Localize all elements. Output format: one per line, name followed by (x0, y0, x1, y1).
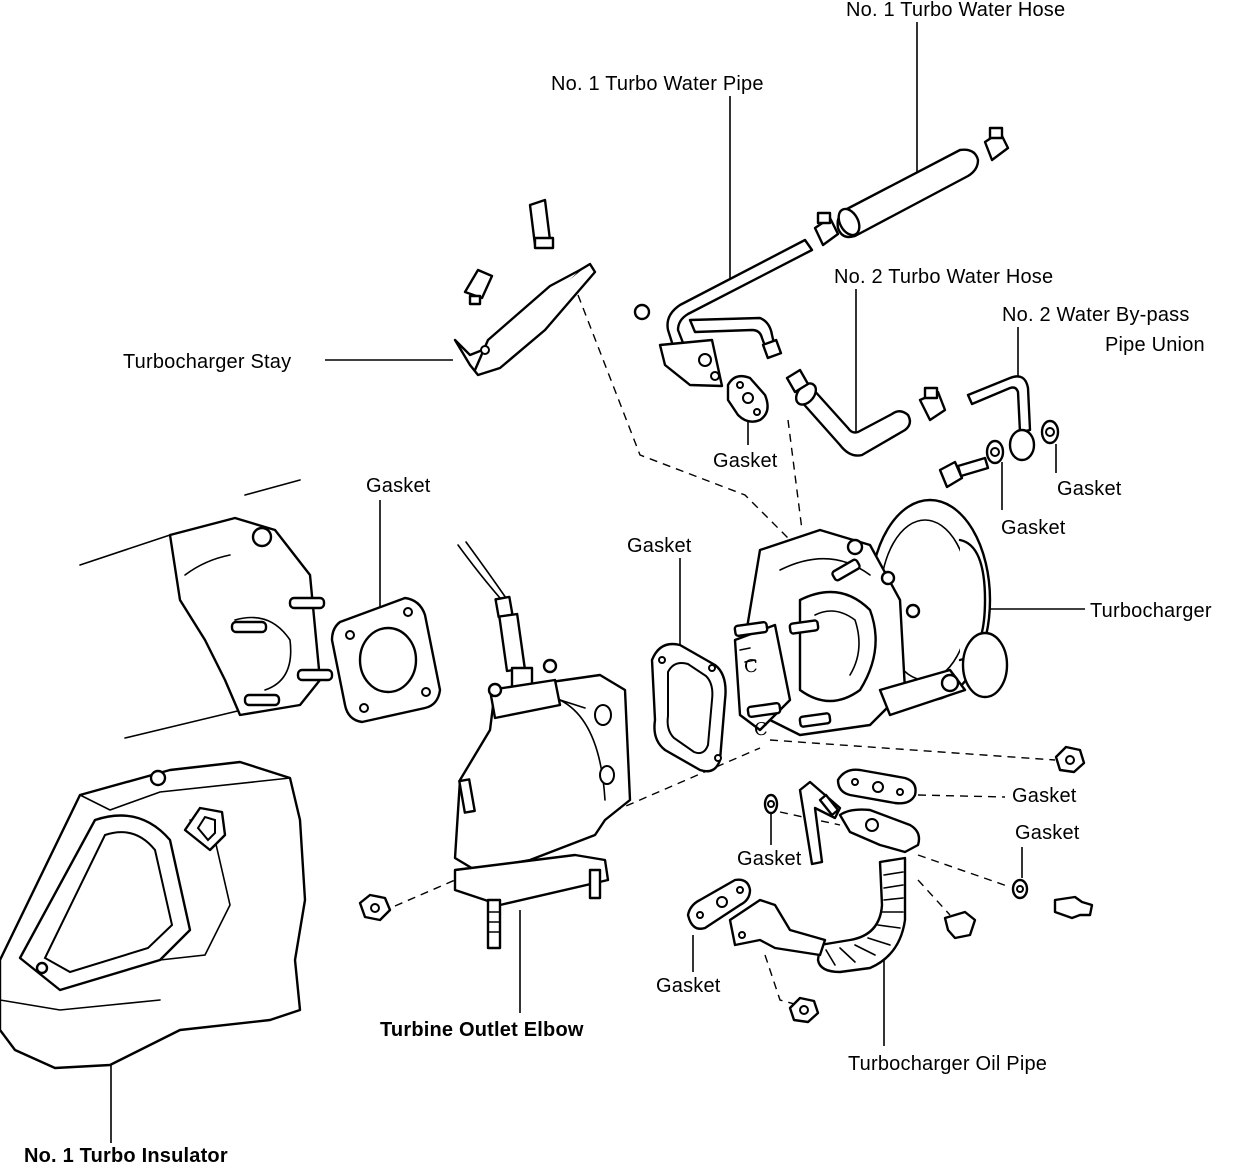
label-gasket-water-pipe: Gasket (713, 450, 778, 472)
turbocharger: C C (733, 498, 1009, 740)
no2-turbo-water-hose (785, 368, 947, 457)
label-no1-turbo-water-hose: No. 1 Turbo Water Hose (846, 0, 1066, 21)
label-gasket-exhaust-flange: Gasket (366, 475, 431, 497)
no1-turbo-insulator (0, 760, 307, 1070)
label-gasket-union-lower: Gasket (1001, 517, 1066, 539)
gasket-turbo-inlet (650, 642, 727, 773)
label-gasket-union-right: Gasket (1057, 478, 1122, 500)
label-gasket-oil-bolt: Gasket (1015, 822, 1080, 844)
label-no2-turbo-water-hose: No. 2 Turbo Water Hose (834, 266, 1054, 288)
gasket-exhaust-flange (330, 596, 442, 724)
nut-turbo (1054, 745, 1086, 774)
label-no1-turbo-water-pipe: No. 1 Turbo Water Pipe (551, 73, 764, 95)
turbine-outlet-elbow (453, 541, 632, 950)
label-gasket-turbo-inlet: Gasket (627, 535, 692, 557)
label-gasket-oil-lower: Gasket (656, 975, 721, 997)
label-turbocharger-oil-pipe: Turbocharger Oil Pipe (848, 1053, 1048, 1075)
label-no1-turbo-insulator: No. 1 Turbo Insulator (24, 1145, 228, 1164)
label-gasket-oil-small: Gasket (737, 848, 802, 870)
label-gasket-oil-upper: Gasket (1012, 785, 1077, 807)
turbocharger-stay (453, 198, 597, 377)
label-turbocharger: Turbocharger (1090, 600, 1212, 622)
svg-text:C: C (754, 719, 768, 740)
nut-elbow (358, 893, 392, 922)
no2-water-bypass-pipe-union (938, 375, 1060, 489)
exhaust-manifold (79, 479, 334, 739)
label-no2-water-bypass: No. 2 Water By-pass (1002, 304, 1190, 326)
svg-text:C: C (744, 656, 758, 677)
label-pipe-union: Pipe Union (1105, 334, 1205, 356)
gasket-oil-lower (686, 878, 752, 930)
no1-turbo-water-pipe (633, 238, 814, 388)
turbocharger-oil-pipe (728, 768, 1094, 1024)
label-turbocharger-stay: Turbocharger Stay (123, 351, 292, 373)
gasket-water-pipe (726, 374, 769, 423)
label-turbine-outlet-elbow: Turbine Outlet Elbow (380, 1019, 584, 1041)
no1-turbo-water-hose (813, 126, 1010, 247)
